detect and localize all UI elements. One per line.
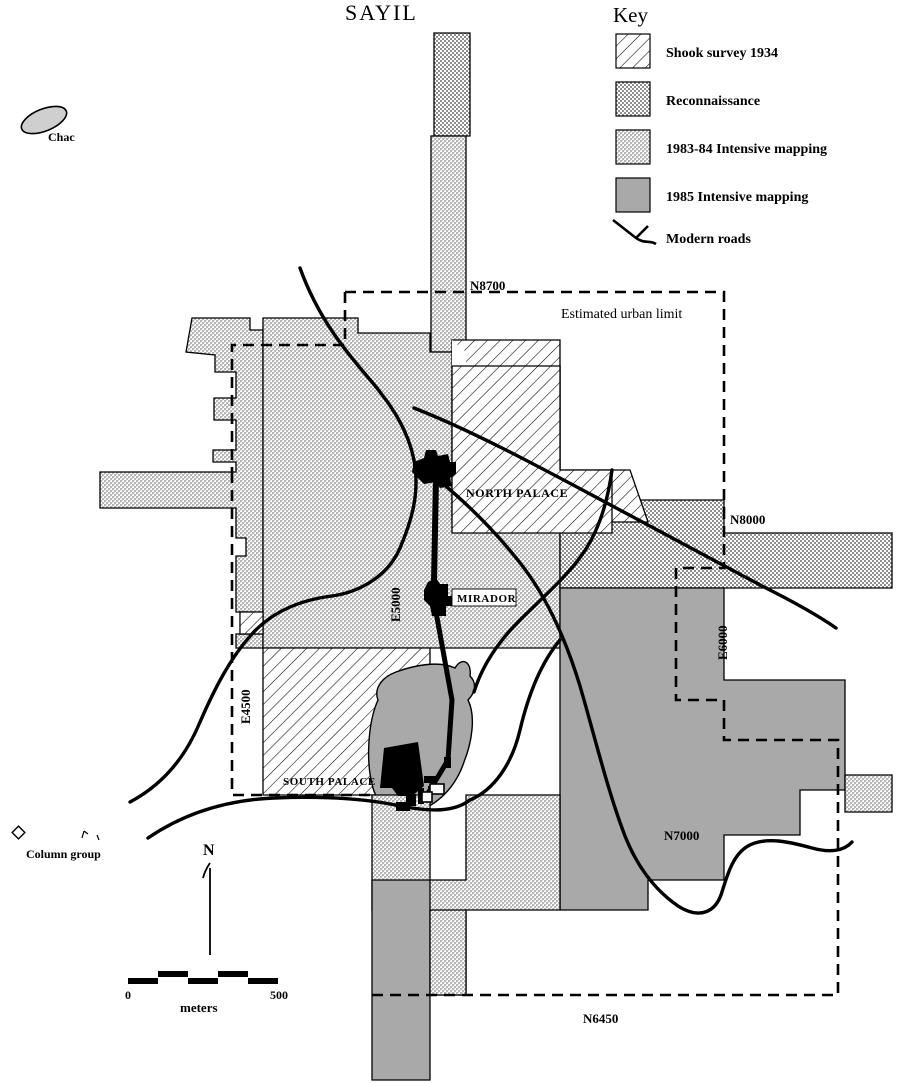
grid-label-e6000: E6000 <box>715 625 730 660</box>
north-palace-label: NORTH PALACE <box>466 486 568 500</box>
estimated-urban-limit-boundary <box>230 290 840 997</box>
chac-feature: Chac <box>20 105 75 144</box>
grid-label-n8700: N8700 <box>470 278 505 293</box>
urban-limit-northwest <box>230 292 347 472</box>
scale-seg-4 <box>218 971 248 977</box>
grid-label-e5000: E5000 <box>388 587 403 622</box>
architecture-outlines <box>421 783 445 803</box>
south-plat-outline <box>429 783 445 795</box>
recon-north-strip <box>433 32 471 137</box>
road-southeast-loop <box>676 839 854 915</box>
urban-limit-north <box>345 290 726 508</box>
north-palace-structure <box>412 450 456 488</box>
mapping8384-north-corridor <box>430 135 467 353</box>
key-item-mapping-1983-84[interactable]: 1983-84 Intensive mapping <box>615 129 827 165</box>
south-palace-structure <box>380 742 424 796</box>
urban-limit-west <box>230 472 372 797</box>
key-legend: Key Shook survey 1934 Reconnaissance 198… <box>612 3 827 247</box>
key-label-mapping-1983-84: 1983-84 Intensive mapping <box>666 142 827 157</box>
architecture-structures <box>380 450 456 811</box>
road-north-palace-curve <box>472 468 614 694</box>
grid-label-n8000: N8000 <box>730 512 765 527</box>
column-group-label: Column group <box>26 847 101 861</box>
north-arrow-label: N <box>203 842 215 859</box>
key-item-reconnaissance[interactable]: Reconnaissance <box>615 81 760 117</box>
road-northeast <box>412 406 838 630</box>
scale-seg-1 <box>128 978 158 984</box>
mirador-label-box <box>451 588 517 607</box>
mirador-structure <box>424 578 456 616</box>
south-structure-c <box>424 776 436 783</box>
scale-seg-3 <box>188 978 218 984</box>
north-arrow-head-icon <box>202 862 211 879</box>
road-west <box>128 266 418 804</box>
column-group-marker: Column group <box>11 825 101 861</box>
chac-ellipse <box>20 105 68 135</box>
key-item-shook-survey[interactable]: Shook survey 1934 <box>615 33 778 69</box>
mapping8384-west-arms <box>99 317 264 649</box>
key-swatch-solid-gray-icon <box>615 177 651 213</box>
column-group-tick2-icon <box>96 834 100 841</box>
grid-label-n7000: N7000 <box>664 828 699 843</box>
key-swatch-road-line-branch-icon <box>635 225 649 239</box>
north-arrow: N <box>202 842 215 955</box>
scale-end-label: 500 <box>270 988 288 1002</box>
page-title: SAYIL <box>345 0 418 25</box>
key-item-modern-roads[interactable]: Modern roads <box>612 218 751 247</box>
modern-roads <box>128 266 854 915</box>
key-swatch-medium-checker-icon <box>615 129 651 165</box>
key-label-modern-roads: Modern roads <box>666 232 751 247</box>
sacbe-north <box>431 477 439 583</box>
shook-north-notch <box>452 340 466 366</box>
scale-start-label: 0 <box>125 988 131 1002</box>
south-palace-label: SOUTH PALACE <box>283 776 376 788</box>
road-south-lobe <box>468 638 562 802</box>
south-structure-b <box>406 794 416 806</box>
key-label-mapping-1985: 1985 Intensive mapping <box>666 190 808 205</box>
grid-label-n6450: N6450 <box>583 1011 618 1026</box>
south-structure-e <box>444 757 451 768</box>
key-swatch-fine-checker-icon <box>615 81 651 117</box>
grid-label-e4500: E4500 <box>238 689 253 724</box>
mapping8384-east-lobe <box>844 774 893 813</box>
map-polygons <box>99 32 893 1081</box>
urban-limit-east-south <box>372 508 840 997</box>
mapping8384-south-finger <box>429 909 467 996</box>
chac-label: Chac <box>48 130 75 144</box>
south-plat-outline2 <box>421 791 433 803</box>
mirador-label: MIRADOR <box>457 593 517 605</box>
key-item-mapping-1985[interactable]: 1985 Intensive mapping <box>615 177 808 213</box>
column-group-diamond-icon <box>11 825 26 840</box>
key-swatch-diagonal-hatch-icon <box>615 33 651 69</box>
scale-units-label: meters <box>180 1000 218 1015</box>
grid-label-group: N8700 N8000 N7000 N6450 E4500 E5000 E600… <box>238 278 765 1026</box>
column-group-tick-icon <box>81 830 89 839</box>
scale-seg-5 <box>248 978 278 984</box>
key-label-shook-survey: Shook survey 1934 <box>666 46 778 61</box>
key-label-reconnaissance: Reconnaissance <box>666 94 760 109</box>
scale-bar: 0 500 meters <box>125 971 288 1015</box>
scale-seg-2 <box>158 971 188 977</box>
estimated-urban-limit-label: Estimated urban limit <box>561 307 682 322</box>
south-structure-g <box>418 788 424 804</box>
feature-label-group: Estimated urban limit NORTH PALACE MIRAD… <box>283 307 682 788</box>
road-southwest <box>146 795 472 840</box>
shook-sliver <box>239 611 264 635</box>
mapping1985-south-bar <box>371 879 431 1081</box>
road-center-south <box>434 476 680 908</box>
key-heading: Key <box>613 3 648 27</box>
